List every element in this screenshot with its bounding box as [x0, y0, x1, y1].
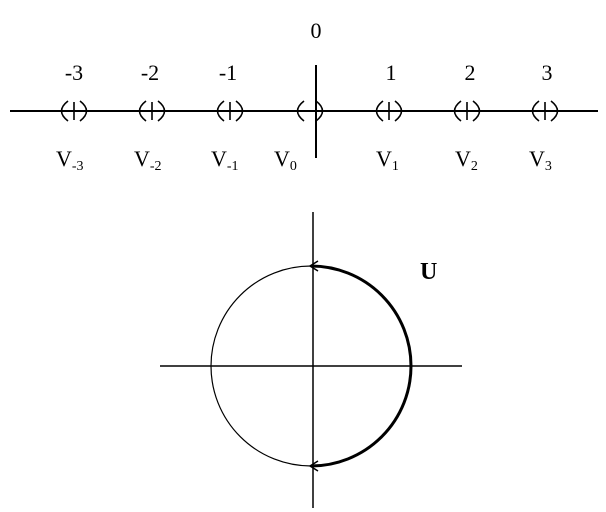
vertex-label-v-2: V2	[455, 146, 478, 174]
vertex-symbol-minus-1	[216, 100, 244, 122]
index-label-3: 3	[542, 60, 553, 85]
bottom-arrowhead-icon	[308, 460, 319, 472]
index-labels: -3 -2 -1 1 2 3	[65, 60, 553, 85]
vertex-symbol-0	[296, 100, 324, 122]
vertex-label-v-minus-3: V-3	[56, 146, 84, 174]
vertex-label-v-3: V3	[529, 146, 552, 174]
index-label-2: 2	[465, 60, 476, 85]
vertex-label-v-minus-2: V-2	[134, 146, 162, 174]
index-label-minus-3: -3	[65, 60, 83, 85]
origin-label: 0	[311, 18, 322, 43]
highlighted-arc	[310, 264, 413, 468]
number-line-diagram: 0 -3 -2 -1 1 2 3	[10, 18, 598, 174]
vertex-symbol-minus-2	[138, 100, 166, 122]
index-label-minus-2: -2	[141, 60, 159, 85]
top-arrowhead-icon	[308, 260, 319, 272]
vertex-label-v-0: V0	[274, 146, 297, 174]
vertex-symbol-3	[531, 100, 559, 122]
index-label-minus-1: -1	[219, 60, 237, 85]
vertex-symbol-2	[453, 100, 481, 122]
circle-label-u: U	[420, 259, 437, 285]
vertex-label-v-1: V1	[376, 146, 399, 174]
vertex-label-v-minus-1: V-1	[211, 146, 239, 174]
vertex-symbols	[60, 100, 559, 122]
vertex-labels: V-3 V-2 V-1 V0 V1 V2 V3	[56, 146, 552, 174]
vertex-symbol-minus-3	[60, 100, 88, 122]
vertex-symbol-1	[375, 100, 403, 122]
circle-diagram: U	[160, 212, 462, 508]
index-label-1: 1	[386, 60, 397, 85]
